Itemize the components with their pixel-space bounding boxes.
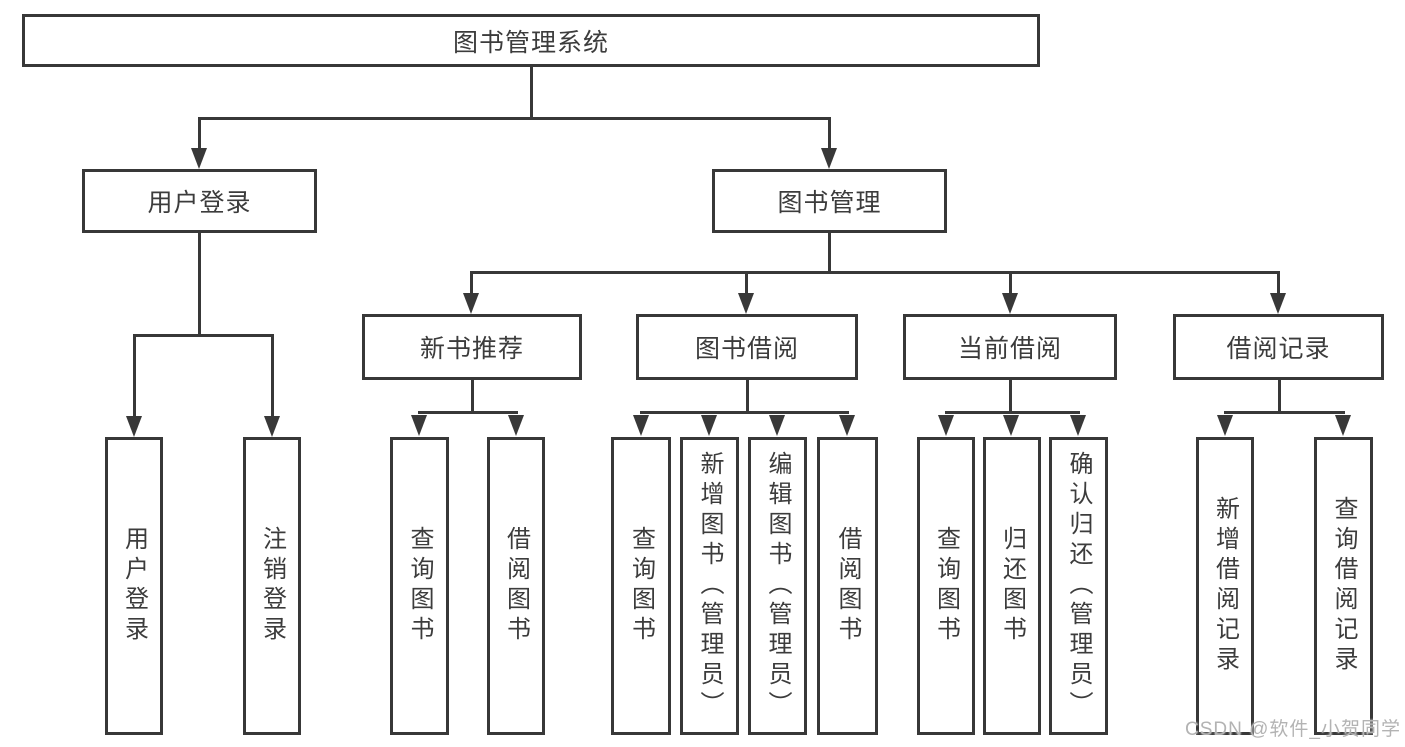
connector-line	[828, 118, 831, 151]
connector-line	[828, 233, 831, 273]
arrow-down-icon	[738, 293, 754, 314]
leaf-borrowing-borrow-books: 借阅图书	[817, 437, 878, 735]
leaf-borrowing-query-books: 查询图书	[611, 437, 671, 735]
leaf-logout: 注销登录	[243, 437, 301, 735]
arrow-down-icon	[508, 415, 524, 436]
node-current-borrowing: 当前借阅	[903, 314, 1117, 380]
connector-line	[133, 334, 274, 337]
connector-line	[198, 117, 831, 120]
leaf-borrowing-edit-books-admin: 编辑图书（管理员）	[748, 437, 807, 735]
connector-line	[745, 272, 748, 294]
arrow-down-icon	[1335, 415, 1351, 436]
arrow-down-icon	[1217, 415, 1233, 436]
connector-line	[133, 335, 136, 416]
leaf-recommend-query-books: 查询图书	[390, 437, 449, 735]
connector-line	[746, 380, 749, 413]
leaf-records-query-record: 查询借阅记录	[1314, 437, 1373, 735]
arrow-down-icon	[769, 415, 785, 436]
connector-line	[418, 411, 518, 414]
connector-line	[945, 411, 1080, 414]
leaf-current-return-books: 归还图书	[983, 437, 1041, 735]
arrow-down-icon	[1003, 415, 1019, 436]
node-library-system: 图书管理系统	[22, 14, 1040, 67]
connector-line	[470, 272, 473, 294]
csdn-watermark: CSDN @软件_小贺同学	[1185, 719, 1401, 740]
connector-line	[1277, 272, 1280, 294]
arrow-down-icon	[126, 416, 142, 437]
node-new-book-recommend: 新书推荐	[362, 314, 582, 380]
connector-line	[198, 233, 201, 335]
connector-line	[1009, 272, 1012, 294]
arrow-down-icon	[938, 415, 954, 436]
leaf-records-add-record: 新增借阅记录	[1196, 437, 1254, 735]
leaf-recommend-borrow-books: 借阅图书	[487, 437, 545, 735]
node-borrowing-records: 借阅记录	[1173, 314, 1384, 380]
arrow-down-icon	[633, 415, 649, 436]
connector-line	[530, 67, 533, 118]
arrow-down-icon	[839, 415, 855, 436]
arrow-down-icon	[264, 416, 280, 437]
connector-line	[198, 118, 201, 151]
leaf-current-query-books: 查询图书	[917, 437, 975, 735]
connector-line	[470, 271, 1280, 274]
arrow-down-icon	[1002, 293, 1018, 314]
arrow-down-icon	[191, 148, 207, 169]
node-book-management: 图书管理	[712, 169, 947, 233]
connector-line	[1224, 411, 1345, 414]
connector-line	[640, 411, 849, 414]
arrow-down-icon	[1070, 415, 1086, 436]
arrow-down-icon	[1270, 293, 1286, 314]
connector-line	[271, 335, 274, 416]
leaf-user-login: 用户登录	[105, 437, 163, 735]
connector-line	[471, 380, 474, 413]
arrow-down-icon	[821, 148, 837, 169]
node-book-borrowing: 图书借阅	[636, 314, 858, 380]
leaf-current-confirm-return-admin: 确认归还（管理员）	[1049, 437, 1108, 735]
connector-line	[1278, 380, 1281, 413]
arrow-down-icon	[411, 415, 427, 436]
node-user-login: 用户登录	[82, 169, 317, 233]
leaf-borrowing-add-books-admin: 新增图书（管理员）	[680, 437, 739, 735]
arrow-down-icon	[701, 415, 717, 436]
arrow-down-icon	[463, 293, 479, 314]
connector-line	[1009, 380, 1012, 413]
